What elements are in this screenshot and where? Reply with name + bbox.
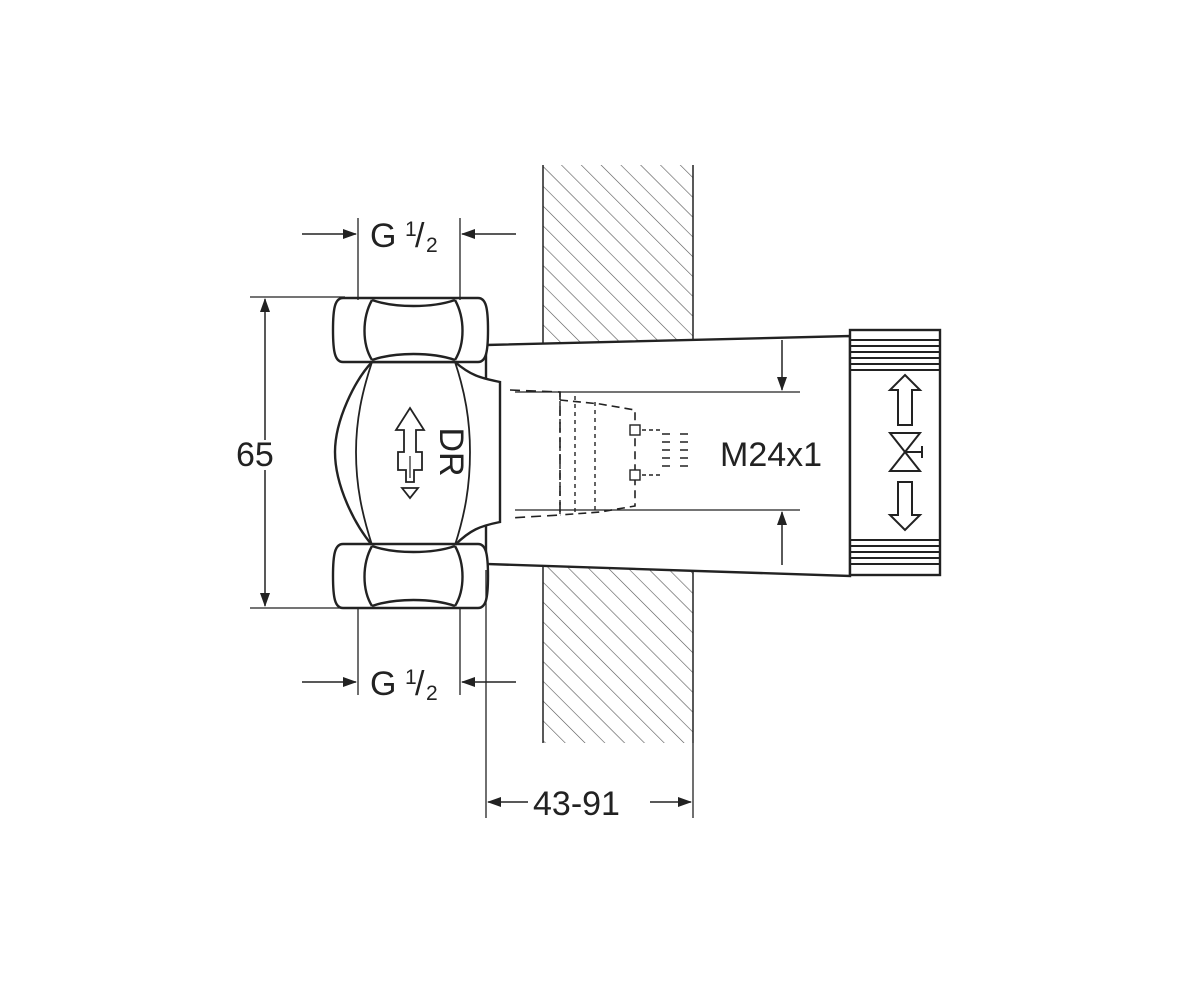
top-thread-slash: /: [415, 217, 425, 255]
threaded-end-cap: [848, 328, 942, 577]
bottom-thread-slash: /: [415, 665, 425, 703]
dimension-height: 65: [236, 436, 274, 474]
dimension-thread-size: M24x1: [720, 436, 822, 474]
bottom-hex-nut: [331, 542, 490, 610]
dimension-bottom-thread: G 1 / 2: [370, 665, 438, 705]
valve-housing: [484, 334, 852, 578]
valve-flow-symbol-icon: [887, 373, 923, 532]
extension-lines: [250, 218, 800, 818]
bottom-thread-letter: G: [370, 665, 396, 703]
top-thread-denominator: 2: [426, 234, 438, 257]
dimension-top-thread: G 1 / 2: [370, 217, 438, 257]
body-marking: DR: [432, 427, 470, 476]
dimension-arrows: [260, 229, 787, 807]
dimension-depth-range: 43-91: [533, 785, 620, 823]
top-thread-letter: G: [370, 217, 396, 255]
flow-direction-arrow-icon: [394, 406, 426, 500]
top-hex-nut: [331, 296, 490, 364]
bottom-thread-numerator: 1: [405, 666, 417, 689]
top-thread-numerator: 1: [405, 218, 417, 241]
bottom-thread-denominator: 2: [426, 682, 438, 705]
